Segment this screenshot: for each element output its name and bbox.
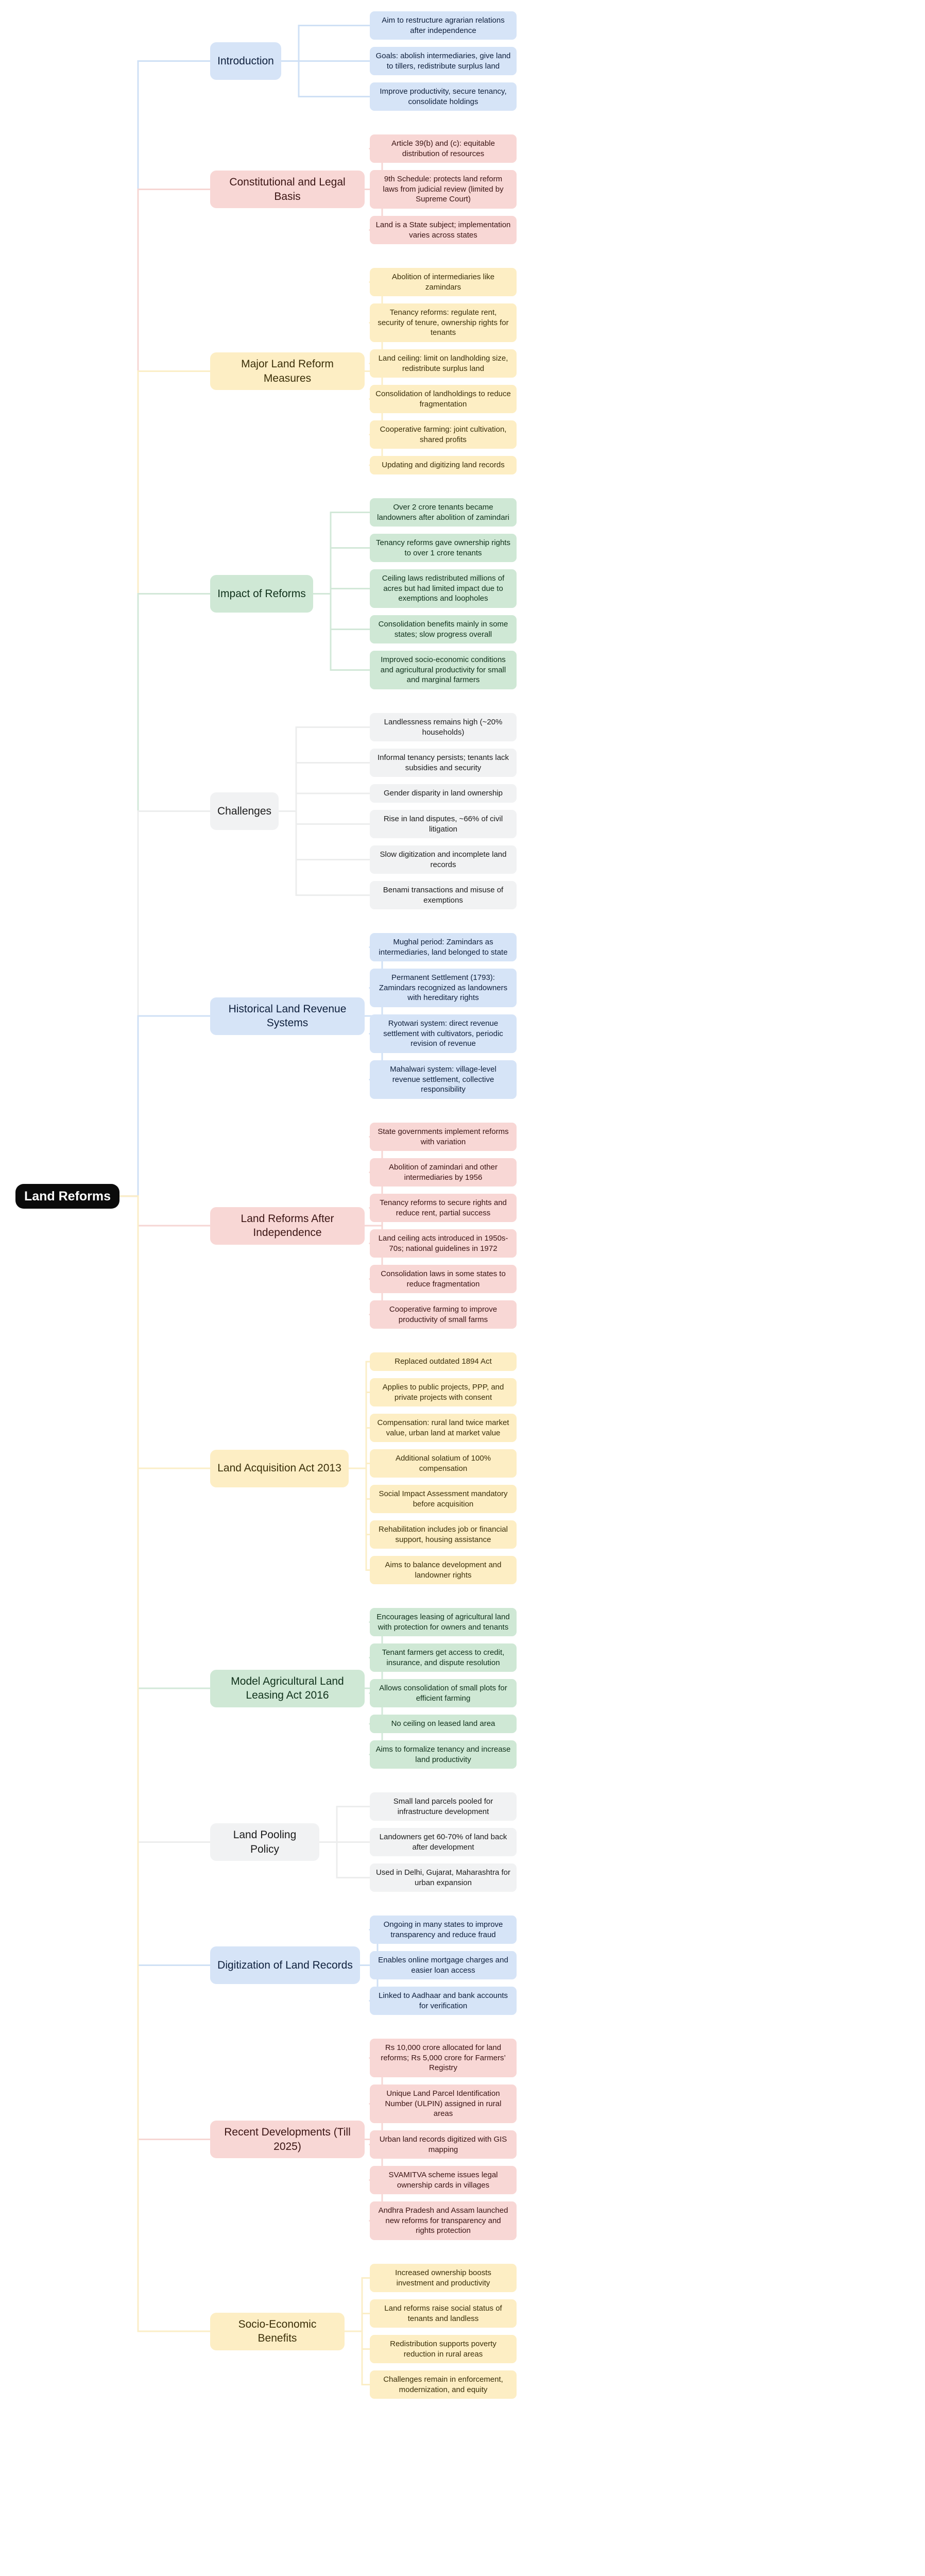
mindmap-leaf-node[interactable]: Landlessness remains high (~20% househol… [370,713,517,741]
mindmap-leaf-node[interactable]: Aims to balance development and landowne… [370,1556,517,1584]
mindmap-branch-node[interactable]: Land Acquisition Act 2013 [210,1449,349,1487]
mindmap-leaf-node[interactable]: Abolition of intermediaries like zaminda… [370,268,517,296]
mindmap-leaf-node[interactable]: Informal tenancy persists; tenants lack … [370,749,517,777]
mindmap-leaf-node[interactable]: Applies to public projects, PPP, and pri… [370,1378,517,1406]
mindmap-branch-node[interactable]: Impact of Reforms [210,575,313,613]
mindmap-branch-node[interactable]: Recent Developments (Till 2025) [210,2121,365,2158]
mindmap-leaf-node[interactable]: Cooperative farming: joint cultivation, … [370,420,517,449]
mindmap-leaf-node[interactable]: Land is a State subject; implementation … [370,216,517,244]
mindmap-branch-node[interactable]: Land Reforms After Independence [210,1207,365,1245]
mindmap-branch-node[interactable]: Challenges [210,792,279,830]
mindmap-branch-node[interactable]: Digitization of Land Records [210,1946,360,1984]
mindmap-leaf-node[interactable]: Replaced outdated 1894 Act [370,1352,517,1371]
mindmap-leaf-node[interactable]: Aim to restructure agrarian relations af… [370,11,517,40]
mindmap-branch-node[interactable]: Historical Land Revenue Systems [210,997,365,1035]
mindmap-leaf-node[interactable]: Challenges remain in enforcement, modern… [370,2370,517,2399]
mindmap-leaf-node[interactable]: Land reforms raise social status of tena… [370,2299,517,2328]
mindmap-leaf-node[interactable]: Small land parcels pooled for infrastruc… [370,1792,517,1821]
mindmap-leaf-node[interactable]: Landowners get 60-70% of land back after… [370,1828,517,1856]
mindmap-leaf-node[interactable]: Article 39(b) and (c): equitable distrib… [370,134,517,163]
mindmap-leaf-node[interactable]: Land ceiling: limit on landholding size,… [370,349,517,378]
mindmap-leaf-node[interactable]: Consolidation laws in some states to red… [370,1265,517,1293]
mindmap-leaf-node[interactable]: Linked to Aadhaar and bank accounts for … [370,1987,517,2015]
mindmap-leaf-node[interactable]: Mahalwari system: village-level revenue … [370,1060,517,1099]
mindmap-leaf-node[interactable]: Improve productivity, secure tenancy, co… [370,82,517,111]
mindmap-leaf-node[interactable]: Permanent Settlement (1793): Zamindars r… [370,969,517,1007]
mindmap-leaf-node[interactable]: Social Impact Assessment mandatory befor… [370,1485,517,1513]
mindmap-leaf-node[interactable]: Over 2 crore tenants became landowners a… [370,498,517,527]
mindmap-leaf-node[interactable]: Increased ownership boosts investment an… [370,2264,517,2292]
mindmap-leaf-node[interactable]: Ryotwari system: direct revenue settleme… [370,1014,517,1053]
mindmap-leaf-node[interactable]: Mughal period: Zamindars as intermediari… [370,933,517,961]
mindmap-leaf-node[interactable]: State governments implement reforms with… [370,1123,517,1151]
mindmap-leaf-node[interactable]: Rise in land disputes, ~66% of civil lit… [370,810,517,838]
mindmap-leaf-node[interactable]: Consolidation benefits mainly in some st… [370,615,517,643]
mindmap-leaf-node[interactable]: Slow digitization and incomplete land re… [370,845,517,874]
mindmap-leaf-node[interactable]: Aims to formalize tenancy and increase l… [370,1740,517,1769]
mindmap-leaf-node[interactable]: Tenancy reforms to secure rights and red… [370,1194,517,1222]
mindmap-leaf-node[interactable]: Rehabilitation includes job or financial… [370,1520,517,1549]
mindmap-leaf-node[interactable]: Goals: abolish intermediaries, give land… [370,47,517,75]
mindmap-leaf-node[interactable]: Urban land records digitized with GIS ma… [370,2130,517,2159]
mindmap-leaf-node[interactable]: Abolition of zamindari and other interme… [370,1158,517,1187]
mindmap-leaf-node[interactable]: Redistribution supports poverty reductio… [370,2335,517,2363]
mindmap-leaf-node[interactable]: Improved socio-economic conditions and a… [370,651,517,689]
mindmap-branch-node[interactable]: Model Agricultural Land Leasing Act 2016 [210,1669,365,1707]
mindmap-branch-node[interactable]: Constitutional and Legal Basis [210,171,365,208]
mindmap-branch-node[interactable]: Socio-Economic Benefits [210,2312,345,2350]
mindmap-leaf-node[interactable]: Additional solatium of 100% compensation [370,1449,517,1478]
mindmap-leaf-node[interactable]: Land ceiling acts introduced in 1950s-70… [370,1229,517,1258]
mindmap-leaf-node[interactable]: Cooperative farming to improve productiv… [370,1300,517,1329]
mindmap-leaf-node[interactable]: Ongoing in many states to improve transp… [370,1916,517,1944]
mindmap-leaf-node[interactable]: Tenancy reforms: regulate rent, security… [370,303,517,342]
mindmap-leaf-node[interactable]: Encourages leasing of agricultural land … [370,1608,517,1636]
mindmap-leaf-node[interactable]: Andhra Pradesh and Assam launched new re… [370,2201,517,2240]
mindmap-leaf-node[interactable]: Updating and digitizing land records [370,456,517,474]
mindmap-leaf-node[interactable]: Compensation: rural land twice market va… [370,1414,517,1442]
mindmap-leaf-node[interactable]: Enables online mortgage charges and easi… [370,1951,517,1979]
mindmap-leaf-node[interactable]: 9th Schedule: protects land reform laws … [370,170,517,209]
mindmap-leaf-node[interactable]: Tenancy reforms gave ownership rights to… [370,534,517,562]
mindmap-leaf-node[interactable]: Tenant farmers get access to credit, ins… [370,1643,517,1672]
mindmap-leaf-node[interactable]: Allows consolidation of small plots for … [370,1679,517,1707]
mindmap-leaf-node[interactable]: Used in Delhi, Gujarat, Maharashtra for … [370,1863,517,1892]
mindmap-branch-node[interactable]: Major Land Reform Measures [210,352,365,390]
mindmap-root-node[interactable]: Land Reforms [15,1183,119,1209]
mindmap-branch-node[interactable]: Land Pooling Policy [210,1823,319,1861]
mindmap-leaf-node[interactable]: Rs 10,000 crore allocated for land refor… [370,2039,517,2077]
mindmap-leaf-node[interactable]: No ceiling on leased land area [370,1715,517,1733]
mindmap-leaf-node[interactable]: Gender disparity in land ownership [370,784,517,803]
mindmap-leaf-node[interactable]: Unique Land Parcel Identification Number… [370,2084,517,2123]
mindmap-branch-node[interactable]: Introduction [210,42,281,80]
mindmap-leaf-node[interactable]: Consolidation of landholdings to reduce … [370,385,517,413]
mindmap-leaf-node[interactable]: Benami transactions and misuse of exempt… [370,881,517,909]
mindmap-leaf-node[interactable]: SVAMITVA scheme issues legal ownership c… [370,2166,517,2194]
mindmap-leaf-node[interactable]: Ceiling laws redistributed millions of a… [370,569,517,608]
